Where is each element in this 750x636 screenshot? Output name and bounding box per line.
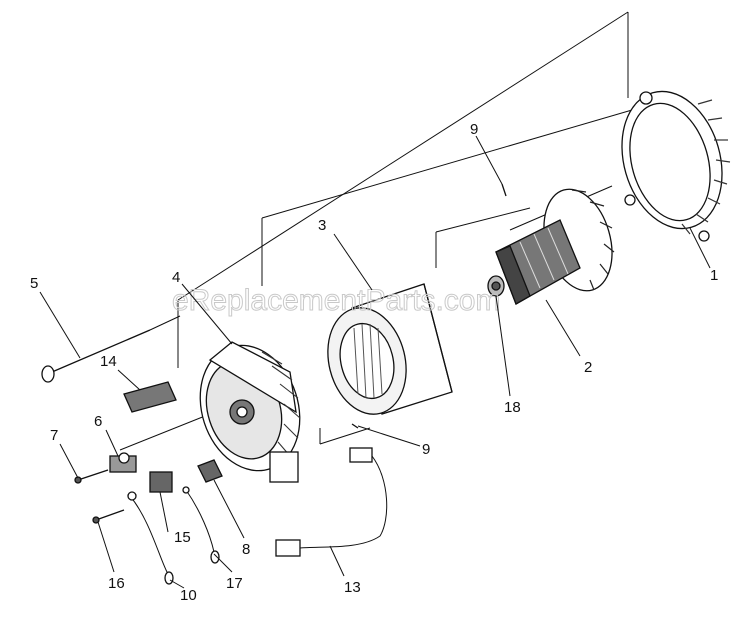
callout-7: 7 [50, 427, 58, 444]
callout-9-bottom: 9 [422, 441, 430, 458]
callout-10: 10 [180, 587, 197, 604]
callout-15: 15 [174, 529, 191, 546]
callout-18: 18 [504, 399, 521, 416]
callout-8: 8 [242, 541, 250, 558]
stator [327, 283, 453, 415]
bracket [197, 459, 223, 483]
callout-3: 3 [318, 217, 326, 234]
pins [351, 183, 507, 429]
callout-leaders [39, 135, 711, 589]
callout-13: 13 [344, 579, 361, 596]
brush-holder [109, 452, 137, 473]
front-housing [199, 341, 301, 483]
rotor-assembly [487, 188, 615, 305]
callout-labels: 1 2 3 4 5 6 7 8 9 9 10 13 14 15 16 17 18 [30, 121, 718, 604]
callout-6: 6 [94, 413, 102, 430]
callout-4: 4 [172, 269, 180, 286]
callout-17: 17 [226, 575, 243, 592]
callout-14: 14 [100, 353, 117, 370]
wire-harness [275, 447, 388, 557]
wire-leads [92, 486, 220, 585]
watermark: eReplacementParts.com [172, 284, 500, 317]
callout-16: 16 [108, 575, 125, 592]
screw [74, 469, 109, 484]
pad [123, 381, 177, 413]
callout-9-top: 9 [470, 121, 478, 138]
terminal-block [149, 471, 173, 493]
callout-2: 2 [584, 359, 592, 376]
through-bolt [41, 329, 151, 383]
callout-1: 1 [710, 267, 718, 284]
end-bell-housing [621, 90, 731, 242]
callout-5: 5 [30, 275, 38, 292]
